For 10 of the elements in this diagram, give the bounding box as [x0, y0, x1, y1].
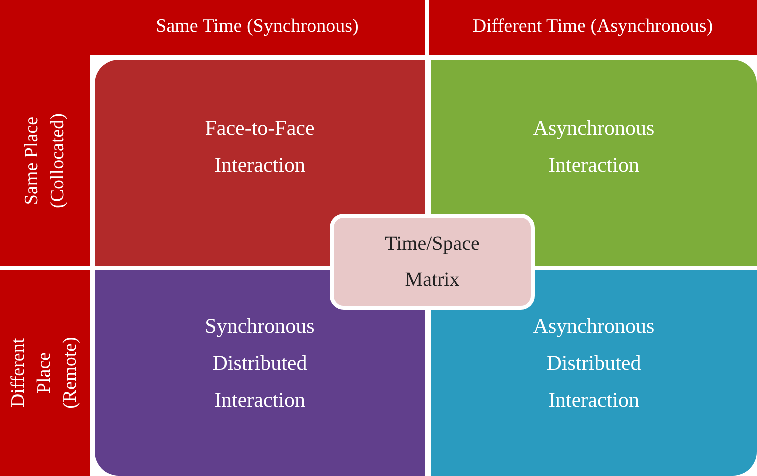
- tile-text: Asynchronous Distributed Interaction: [532, 313, 656, 414]
- column-header: Same Time (Synchronous): [155, 16, 360, 38]
- column-header: Different Time (Asynchronous): [472, 16, 714, 38]
- row-header: Same Place (Collocated): [20, 113, 69, 208]
- tile-text: Time/Space Matrix: [384, 232, 481, 293]
- tile-text: Asynchronous Interaction: [532, 115, 656, 179]
- tile-text: Face-to-Face Interaction: [204, 115, 316, 179]
- center-box: [330, 214, 535, 310]
- row-header: Different Place (Remote): [7, 336, 82, 411]
- tile-text: Synchronous Distributed Interaction: [204, 313, 316, 414]
